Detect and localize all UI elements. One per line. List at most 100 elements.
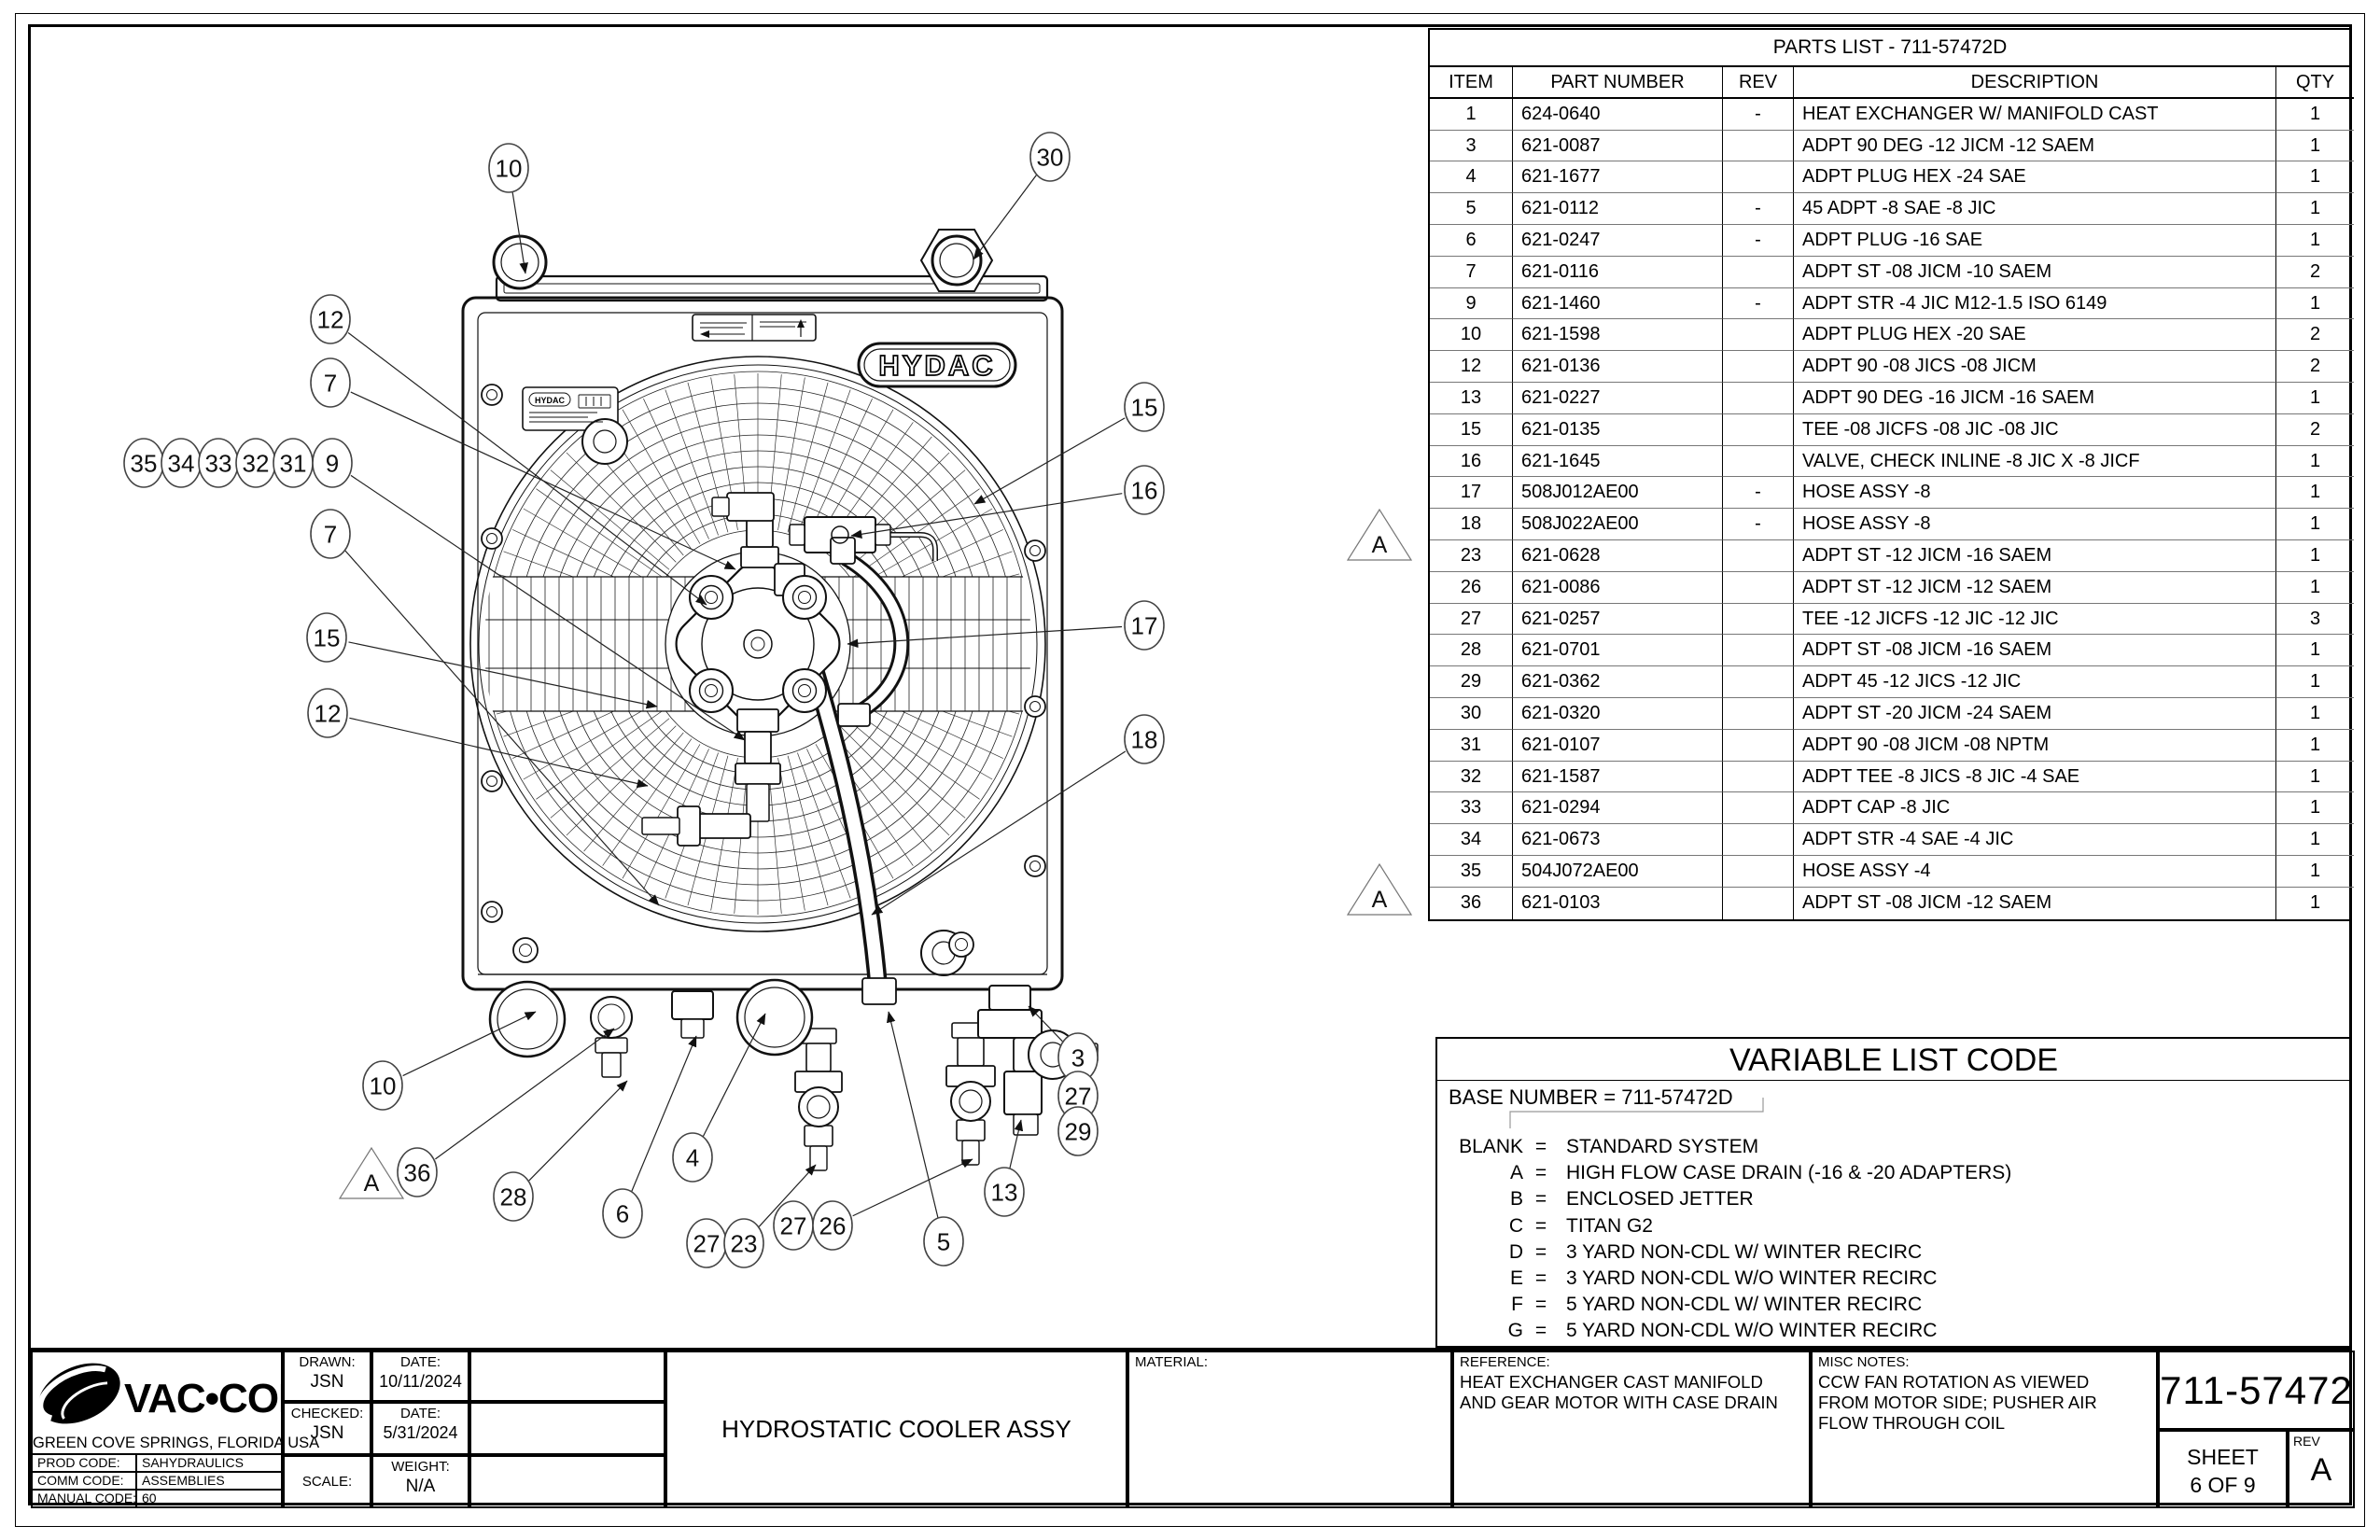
variable-code-blank: BLANK=STANDARD SYSTEM — [1459, 1136, 1759, 1158]
row-6-col0: 6 — [1430, 225, 1512, 257]
row-36-col1: 621-0103 — [1512, 887, 1722, 919]
balloon-34: 34 — [161, 438, 202, 488]
checked-value: JSN — [310, 1423, 344, 1443]
row-32-col1: 621-1587 — [1512, 761, 1722, 793]
scale-label: SCALE: — [301, 1474, 353, 1490]
row-23-col1: 621-0628 — [1512, 539, 1722, 572]
svg-text:23: 23 — [731, 1229, 758, 1257]
svg-text:A: A — [1372, 887, 1388, 913]
row-12-col3: ADPT 90 -08 JICS -08 JICM — [1793, 351, 2275, 383]
svg-text:A: A — [1372, 532, 1388, 558]
row-18-col1: 508J022AE00 — [1512, 509, 1722, 540]
svg-text:29: 29 — [1065, 1117, 1092, 1145]
vac-con-logo: VAC•CON — [37, 1363, 285, 1424]
row-1-col3: HEAT EXCHANGER W/ MANIFOLD CAST — [1793, 98, 2275, 131]
variable-code-c: C=TITAN G2 — [1508, 1214, 1653, 1237]
svg-text:18: 18 — [1131, 725, 1158, 753]
spec-plate-logo: HYDAC — [535, 396, 566, 405]
row-33-col4: 1 — [2275, 792, 2354, 825]
hydac-logo: HYDAC — [878, 349, 995, 382]
svg-text:10: 10 — [496, 154, 523, 182]
row-36-col0: 36 — [1460, 891, 1482, 913]
row-27-col4: 3 — [2275, 603, 2354, 636]
row-1-col4: 1 — [2275, 98, 2354, 131]
row-31-col2 — [1722, 729, 1793, 762]
row-30-col2 — [1722, 697, 1793, 730]
balloon-9: 9 — [312, 438, 353, 488]
sheet-label: SHEET — [2187, 1445, 2259, 1469]
row-12-col4: 2 — [2275, 351, 2354, 383]
svg-text:30: 30 — [1037, 143, 1064, 171]
svg-text:A: A — [364, 1170, 380, 1197]
row-23-col4: 1 — [2275, 539, 2354, 572]
flag-notes: A A A — [338, 508, 1413, 1199]
row-29-col1: 621-0362 — [1512, 666, 1722, 698]
row-4-col2 — [1722, 161, 1793, 194]
svg-text:VAC•CON: VAC•CON — [124, 1376, 285, 1421]
rev-cell: REV A — [2288, 1430, 2355, 1508]
checked-cell: CHECKED: JSN — [283, 1402, 371, 1455]
base-number: BASE NUMBER = 711-57472D — [1449, 1085, 1733, 1109]
row-34-col1: 621-0673 — [1512, 824, 1722, 856]
part-number-cell: 711-57472 — [2158, 1351, 2355, 1430]
row-6-col4: 1 — [2275, 224, 2354, 257]
balloon-10: 10 — [362, 1060, 403, 1111]
row-6-col3: ADPT PLUG -16 SAE — [1793, 224, 2275, 257]
checked-date-value: 5/31/2024 — [383, 1423, 458, 1442]
row-26-col4: 1 — [2275, 571, 2354, 604]
row-7-col4: 2 — [2275, 256, 2354, 288]
row-5-col3: 45 ADPT -8 SAE -8 JIC — [1793, 193, 2275, 225]
row-26-col0: 26 — [1430, 572, 1512, 604]
flag-note-a: A — [1346, 508, 1413, 561]
weight-cell: WEIGHT: N/A — [371, 1455, 469, 1508]
row-5-col2: - — [1722, 193, 1793, 225]
svg-text:4: 4 — [686, 1143, 699, 1171]
row-7-col0: 7 — [1430, 257, 1512, 288]
row-4-col0: 4 — [1430, 161, 1512, 194]
svg-text:32: 32 — [243, 449, 270, 477]
balloon-28: 28 — [493, 1171, 534, 1222]
flag-note-a: A — [338, 1146, 405, 1199]
row-3-col2 — [1722, 130, 1793, 162]
balloon-16: 16 — [1124, 465, 1165, 515]
variable-list-box: VARIABLE LIST CODE BASE NUMBER = 711-574… — [1435, 1037, 2352, 1348]
company-location: GREEN COVE SPRINGS, FLORIDA USA — [33, 1435, 320, 1451]
row-31-col4: 1 — [2275, 729, 2354, 762]
balloon-32: 32 — [235, 438, 276, 488]
row-23-col2 — [1722, 539, 1793, 572]
header-col1: PART NUMBER — [1512, 67, 1722, 99]
row-12-col2 — [1722, 351, 1793, 383]
row-17-col1: 508J012AE00 — [1512, 477, 1722, 510]
row-18-col2: - — [1722, 509, 1793, 540]
row-30-col0: 30 — [1430, 698, 1512, 730]
row-13-col3: ADPT 90 DEG -16 JICM -16 SAEM — [1793, 382, 2275, 414]
row-16-col3: VALVE, CHECK INLINE -8 JIC X -8 JICF — [1793, 445, 2275, 478]
balloon-7: 7 — [310, 509, 351, 559]
row-15-col4: 2 — [2275, 413, 2354, 446]
row-26-col3: ADPT ST -12 JICM -12 SAEM — [1793, 571, 2275, 604]
balloon-29: 29 — [1057, 1106, 1099, 1156]
row-35-col4: 1 — [2275, 855, 2354, 888]
balloon-10: 10 — [488, 143, 529, 193]
row-26-col2 — [1722, 571, 1793, 604]
balloon-35: 35 — [123, 438, 164, 488]
row-17-col2: - — [1722, 477, 1793, 510]
svg-text:34: 34 — [168, 449, 195, 477]
row-28-col4: 1 — [2275, 635, 2354, 667]
checked-label: CHECKED: — [290, 1406, 364, 1421]
row-6-col1: 621-0247 — [1512, 224, 1722, 257]
